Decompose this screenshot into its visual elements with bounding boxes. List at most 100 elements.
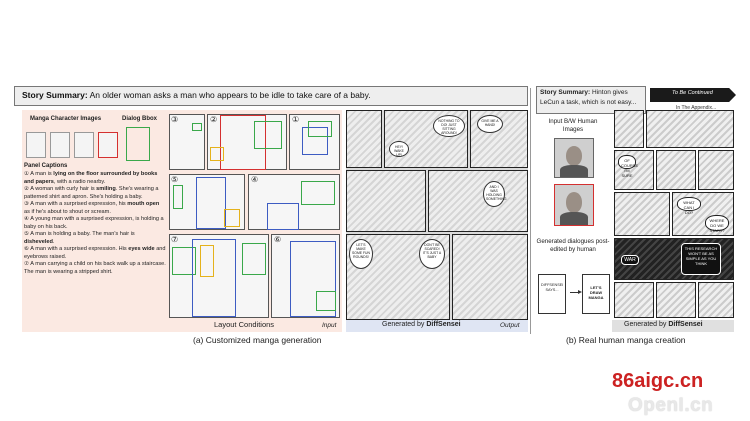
- arrow-line: [570, 292, 580, 293]
- caption-text: A man with a surprised expression. His: [30, 246, 129, 252]
- panel-number: ①: [292, 115, 300, 124]
- panel-caption-3: ③ A man with a surprised expression, his…: [24, 201, 166, 216]
- bbox: [210, 147, 224, 161]
- bbox: [173, 185, 183, 209]
- layout-panel-5: ⑤: [169, 174, 245, 230]
- story-summary-text: An older woman asks a man who appears to…: [89, 90, 371, 100]
- right-manga-panel-10: [656, 282, 696, 318]
- panel-caption-6: ⑥ A man with a surprised expression. His…: [24, 246, 166, 261]
- bbox: [267, 203, 299, 230]
- bbox: [192, 239, 236, 317]
- human-photo-2: [554, 184, 594, 226]
- panel-number: ④: [251, 175, 259, 184]
- human-photo-1: [554, 138, 594, 178]
- bbox: [192, 123, 202, 131]
- panel-caption-2: ② A woman with curly hair is smiling. Sh…: [24, 186, 166, 201]
- right-generated-by-text: Generated by: [624, 321, 667, 328]
- char-images-label: Manga Character Images: [30, 116, 102, 122]
- dialogue-text-2: LET'S DRAW MANGA: [588, 285, 604, 300]
- right-summary-label: Story Summary:: [540, 89, 591, 96]
- caption-emphasis: mouth open: [127, 201, 160, 207]
- generated-manga-page: NOTHING TO DO! JUST SITTING AROUND! HEY!…: [346, 110, 528, 320]
- caption-number: ④: [24, 216, 31, 222]
- manga-panel-2: NOTHING TO DO! JUST SITTING AROUND! HEY!…: [384, 110, 468, 168]
- watermark-openi: OpenI.cn: [628, 395, 714, 416]
- caption-emphasis: eyes wide: [128, 246, 155, 252]
- caption-b: (b) Real human manga creation: [566, 335, 686, 345]
- caption-text: A man is: [30, 171, 54, 177]
- story-summary: Story Summary: An older woman asks a man…: [22, 90, 371, 100]
- bbox: [254, 121, 282, 149]
- output-label: Output: [500, 322, 520, 329]
- right-manga-panel-4: [656, 150, 696, 190]
- input-label: Input: [322, 322, 337, 329]
- layout-panel-1: ①: [289, 114, 340, 170]
- input-human-images-label: Input B/W Human Images: [548, 118, 598, 133]
- dialog-bbox-label: Dialog Bbox: [122, 116, 158, 122]
- caption-number: ⑥: [24, 246, 31, 252]
- speech-bubble: WHERE DO WE START?: [705, 215, 729, 233]
- right-manga-panel-1: [614, 110, 644, 148]
- bbox: [290, 241, 336, 317]
- panel-caption-4: ④ A young man with a surprised expressio…: [24, 216, 166, 231]
- speech-bubble: THIS RESEARCH WON'T BE AS SIMPLE AS YOU …: [681, 243, 721, 275]
- panel-captions-list: ① A man is lying on the floor surrounded…: [24, 171, 166, 276]
- panel-caption-5: ⑤ A man is holding a baby. The man's hai…: [24, 231, 166, 246]
- panel-caption-7: ⑦ A man carrying a child on his back wal…: [24, 261, 166, 276]
- bbox: [308, 121, 332, 137]
- caption-text: A man with a surprised expression, his: [30, 201, 128, 207]
- right-manga-panel-8: WAR THIS RESEARCH WON'T BE AS SIMPLE AS …: [614, 238, 734, 280]
- bbox: [242, 243, 266, 275]
- caption-text: , with a radio nearby.: [53, 178, 106, 185]
- speech-bubble: NOTHING TO DO! JUST SITTING AROUND!: [433, 115, 465, 137]
- caption-text: . She's wearing a patterned shirt and ap…: [24, 186, 159, 200]
- bbox: [302, 127, 328, 155]
- layout-panel-3: ③: [169, 114, 205, 170]
- manga-panel-7: LET'S MAKE SOME FUN ROUNDS! DON'T BE SCA…: [346, 234, 450, 320]
- right-manga-panel-7: WHAT CAN I DO? WHERE DO WE START?: [672, 192, 734, 236]
- panel-caption-1: ① A man is lying on the floor surrounded…: [24, 171, 166, 186]
- layout-conditions-label: Layout Conditions: [214, 320, 275, 329]
- caption-text: A man carrying a child on his back walk …: [24, 261, 166, 275]
- layout-panel-2: ②: [207, 114, 287, 170]
- caption-emphasis: smiling: [96, 186, 116, 192]
- watermark-86aigc: 86aigc.cn: [612, 370, 704, 392]
- caption-text: A young man with a surprised expression,…: [24, 216, 164, 230]
- caption-emphasis: lying on the floor surrounded by books a…: [24, 171, 158, 185]
- speech-bubble: OF COURSE I'M SURE: [618, 155, 638, 178]
- dialogue-card-2: LET'S DRAW MANGA: [582, 274, 610, 314]
- speech-bubble: HEY! WAKE UP!: [389, 141, 409, 157]
- manga-panel-5: [346, 170, 426, 232]
- panel-number: ⑤: [171, 175, 179, 184]
- character-image-4: [98, 132, 118, 158]
- right-manga-panel-2: [646, 110, 734, 148]
- character-image-2: [50, 132, 70, 158]
- caption-number: ②: [24, 186, 31, 192]
- bbox: [224, 209, 240, 227]
- bbox: [200, 245, 214, 277]
- right-manga-panel-6: [614, 192, 670, 236]
- manga-panel-3: [346, 110, 382, 168]
- right-manga-panel-11: [698, 282, 734, 318]
- right-manga-panel-9: [614, 282, 654, 318]
- speech-bubble: WAR: [621, 255, 639, 265]
- caption-number: ①: [24, 171, 31, 177]
- layout-panel-4: ④: [248, 174, 340, 230]
- speech-bubble: AND I WAS HOLDING SOMETHING: [483, 181, 507, 207]
- panel-captions-label: Panel Captions: [24, 163, 68, 169]
- right-summary-box: [536, 86, 646, 114]
- panel-number: ③: [171, 115, 179, 124]
- character-image-3: [74, 132, 94, 158]
- caption-text: A man is holding a baby. The man's hair …: [30, 231, 135, 237]
- bbox: [220, 115, 266, 170]
- bbox: [316, 291, 336, 311]
- model-name: DiffSensei: [426, 321, 461, 328]
- character-image-1: [26, 132, 46, 158]
- layout-panel-6: ⑥: [271, 234, 340, 318]
- speech-bubble: WHAT CAN I DO?: [677, 197, 701, 215]
- bbox: [172, 247, 196, 275]
- caption-emphasis: disheveled: [24, 238, 53, 245]
- caption-number: ⑦: [24, 261, 31, 267]
- speech-bubble: GIVE ME A HAND!: [477, 115, 503, 133]
- to-be-continued-banner: [650, 88, 736, 102]
